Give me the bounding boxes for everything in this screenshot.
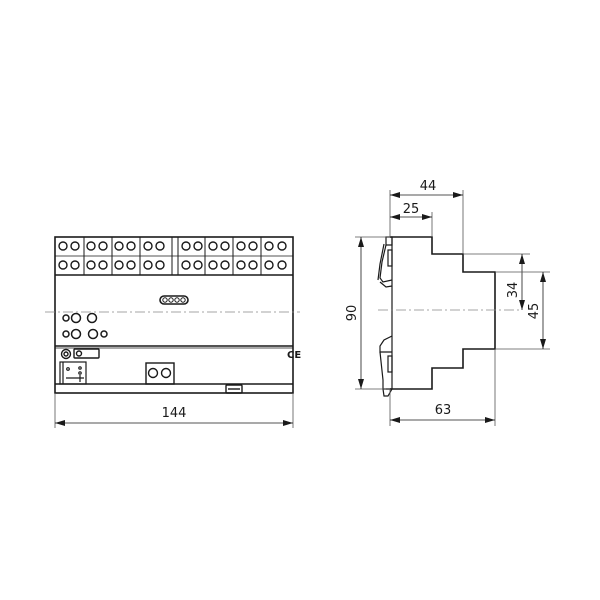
side-profile bbox=[390, 236, 496, 390]
dimension-label-25: 25 bbox=[403, 202, 420, 217]
front-view bbox=[45, 236, 300, 394]
dimension-144 bbox=[54, 393, 294, 428]
dimension-34 bbox=[463, 253, 530, 310]
led-cluster bbox=[159, 295, 189, 305]
housing-outline bbox=[54, 236, 294, 394]
bus-connector bbox=[59, 361, 87, 385]
upper-din-clip bbox=[377, 236, 393, 288]
dimension-label-144: 144 bbox=[162, 406, 187, 421]
terminal-screws bbox=[58, 241, 287, 270]
buttons bbox=[62, 312, 108, 340]
dimension-label-63: 63 bbox=[435, 403, 452, 418]
ce-mark: CE bbox=[287, 350, 301, 361]
dimension-90 bbox=[355, 236, 390, 390]
dimension-label-34: 34 bbox=[506, 282, 521, 299]
dimension-44-25 bbox=[389, 190, 464, 254]
programming-button bbox=[60, 348, 100, 360]
dimension-label-45: 45 bbox=[527, 303, 542, 320]
dimension-label-44: 44 bbox=[420, 179, 437, 194]
power-terminal bbox=[145, 362, 175, 385]
dimension-label-90: 90 bbox=[345, 305, 360, 322]
dimension-45 bbox=[495, 271, 550, 350]
lower-din-clip bbox=[379, 335, 393, 397]
din-clip bbox=[225, 384, 243, 394]
side-view bbox=[377, 236, 496, 397]
dimension-63 bbox=[389, 349, 496, 426]
terminal-separators bbox=[83, 237, 262, 275]
